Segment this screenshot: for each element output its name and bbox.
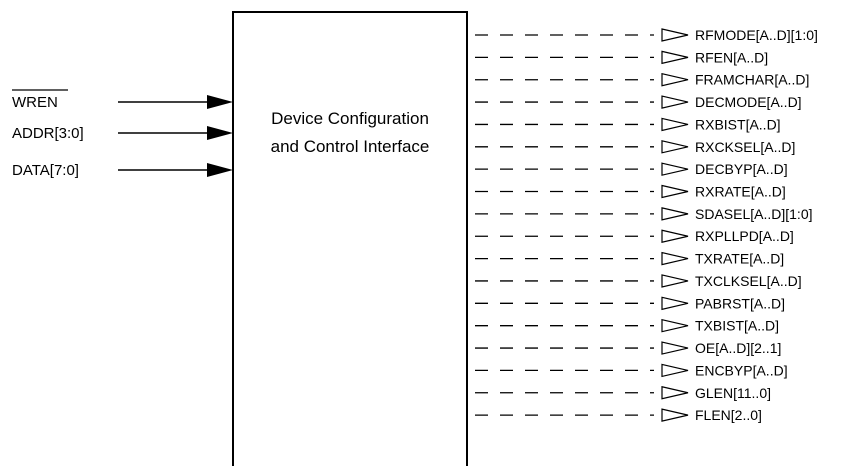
input-signals: WREN ADDR[3:0] DATA[7:0]: [12, 89, 233, 179]
output-signal: RXPLLPD[A..D]: [475, 228, 794, 244]
output-arrowhead: [661, 341, 689, 355]
input-label: WREN: [12, 94, 58, 111]
output-arrowhead: [661, 229, 689, 243]
output-signal: TXBIST[A..D]: [475, 318, 779, 334]
output-label: FRAMCHAR[A..D]: [695, 72, 809, 88]
output-label: ENCBYP[A..D]: [695, 362, 788, 378]
input-label: DATA[7:0]: [12, 162, 79, 179]
output-signal: DECMODE[A..D]: [475, 94, 802, 110]
output-arrowhead: [661, 72, 689, 87]
output-signals: RFMODE[A..D][1:0] RFEN[A..D] FRAMCHAR[A..D…: [475, 27, 818, 423]
output-label: SDASEL[A..D][1:0]: [695, 206, 813, 222]
output-label: RXBIST[A..D]: [695, 116, 781, 132]
output-label: RFEN[A..D]: [695, 49, 768, 65]
input-signal: DATA[7:0]: [12, 162, 233, 179]
output-label: TXBIST[A..D]: [695, 318, 779, 334]
output-arrowhead: [661, 184, 689, 199]
input-signal: WREN: [12, 89, 233, 111]
output-signal: ENCBYP[A..D]: [475, 362, 788, 378]
output-arrowhead: [661, 207, 689, 221]
output-arrowhead: [661, 140, 689, 154]
output-label: GLEN[11..0]: [695, 385, 771, 401]
output-arrowhead: [661, 386, 689, 400]
output-label: RXPLLPD[A..D]: [695, 228, 794, 244]
output-signal: FRAMCHAR[A..D]: [475, 72, 809, 88]
output-signal: TXCLKSEL[A..D]: [475, 273, 802, 289]
output-label: TXRATE[A..D]: [695, 251, 784, 267]
output-label: PABRST[A..D]: [695, 295, 785, 311]
output-label: RXRATE[A..D]: [695, 184, 786, 200]
output-arrowhead: [661, 363, 689, 378]
input-arrowhead: [207, 95, 233, 109]
output-label: OE[A..D][2..1]: [695, 340, 781, 356]
output-arrowhead: [661, 50, 689, 65]
input-signal: ADDR[3:0]: [12, 125, 233, 142]
output-arrowhead: [661, 318, 689, 333]
input-label: ADDR[3:0]: [12, 125, 84, 142]
output-label: TXCLKSEL[A..D]: [695, 273, 802, 289]
output-signal: RXBIST[A..D]: [475, 116, 781, 132]
output-arrowhead: [661, 251, 689, 266]
output-signal: GLEN[11..0]: [475, 385, 771, 401]
output-arrowhead: [661, 95, 689, 109]
output-label: DECMODE[A..D]: [695, 94, 802, 110]
input-arrowhead: [207, 126, 233, 140]
output-signal: RFMODE[A..D][1:0]: [475, 27, 818, 43]
output-label: RXCKSEL[A..D]: [695, 139, 795, 155]
output-arrowhead: [661, 274, 689, 288]
block-title-line-2: and Control Interface: [271, 137, 430, 156]
output-signal: OE[A..D][2..1]: [475, 340, 781, 356]
output-arrowhead: [661, 408, 689, 422]
output-label: FLEN[2..0]: [695, 407, 762, 423]
output-signal: TXRATE[A..D]: [475, 251, 784, 267]
output-signal: PABRST[A..D]: [475, 295, 785, 311]
output-signal: DECBYP[A..D]: [475, 161, 788, 177]
output-arrowhead: [661, 28, 689, 42]
config-block-outline: [232, 11, 468, 466]
output-signal: RFEN[A..D]: [475, 49, 768, 65]
output-arrowhead: [661, 117, 689, 132]
output-signal: RXRATE[A..D]: [475, 184, 786, 200]
output-signal: FLEN[2..0]: [475, 407, 762, 423]
output-arrowhead: [661, 162, 689, 176]
output-signal: SDASEL[A..D][1:0]: [475, 206, 813, 222]
output-arrowhead: [661, 296, 689, 311]
block-title-line-1: Device Configuration: [271, 109, 429, 128]
output-signal: RXCKSEL[A..D]: [475, 139, 795, 155]
input-arrowhead: [207, 163, 233, 177]
output-label: DECBYP[A..D]: [695, 161, 788, 177]
output-label: RFMODE[A..D][1:0]: [695, 27, 818, 43]
